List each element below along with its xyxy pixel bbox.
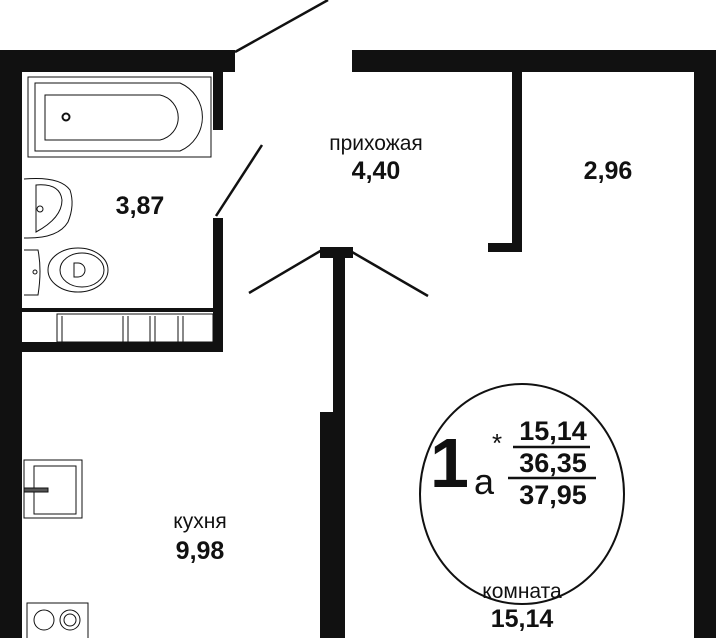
apartment-badge [419,383,625,605]
wall-center-cap [320,247,353,258]
wall-bath-right-upper [213,72,223,130]
wall-storage-foot [488,243,522,252]
kitchen-fixtures [23,459,89,638]
badge-living-area: 15,14 [519,416,587,446]
bathtub-icon [27,76,212,158]
hallway-area: 4,40 [351,157,401,185]
badge-type-letter: а [474,461,495,502]
badge-type-number: 1 [430,424,469,502]
wall-bath-shelf-top [22,308,213,312]
entrance-door [234,0,329,54]
badge-circle [419,383,625,605]
room-area: 15,14 [490,605,554,633]
bathroom-fixtures [23,76,214,343]
wall-storage-partition [512,72,522,252]
stove-icon [26,602,89,638]
kitchen-name: кухня [173,510,227,533]
wall-top-right [352,50,716,72]
hallway-name: прихожая [329,132,423,155]
badge-asterisk: * [492,428,503,458]
walls [0,50,716,638]
storage-area: 2,96 [583,157,633,185]
door-swings [214,0,429,298]
badge-total-area-with-balcony: 37,95 [519,480,587,510]
bathroom-area: 3,87 [115,192,165,220]
wall-bath-right-lower [213,218,223,352]
wall-center-thick [320,412,345,638]
kitchen-door [248,248,323,295]
washbasin-icon [23,178,73,239]
kitchen-area: 9,98 [175,537,225,565]
room-door [351,250,429,298]
room-name: комната [482,580,562,603]
toilet-icon [24,247,109,296]
wall-bath-bottom [0,342,223,352]
bathroom-shelf [56,313,214,343]
bathroom-door [214,144,264,217]
badge-total-area: 36,35 [519,448,587,478]
wall-top-left [0,50,235,72]
kitchen-sink-icon [23,459,83,519]
wall-right-outer [694,50,716,638]
